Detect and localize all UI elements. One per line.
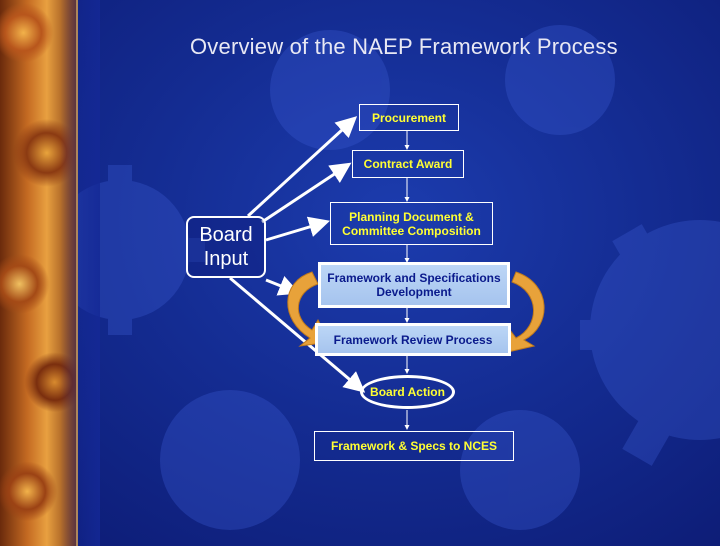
arrow-input-planning [265, 216, 331, 242]
step-framework-dev-line1: Framework and Specifications [327, 271, 501, 285]
gear-right [580, 220, 720, 466]
strip-divider [76, 0, 78, 546]
arrow-input-contract [261, 162, 352, 224]
step-planning-line2: Committee Composition [342, 223, 481, 238]
step-planning-line1: Planning Document & [349, 209, 474, 224]
board-input-line2: Input [203, 248, 249, 270]
step-to-nces-label: Framework & Specs to NCES [330, 439, 498, 453]
step-framework-review: Framework Review Process [315, 323, 511, 356]
slide-title: Overview of the NAEP Framework Process [190, 34, 618, 59]
step-board-action-label: Board Action [370, 385, 445, 399]
step-planning-document: Planning Document & Committee Compositio… [330, 202, 493, 245]
strip-fade [60, 0, 100, 546]
arrow-input-procurement [246, 116, 358, 218]
step-contract-award: Contract Award [352, 150, 464, 178]
step-board-action: Board Action [360, 375, 455, 409]
gear-top [160, 25, 615, 530]
cycle-arrow-right [507, 271, 545, 353]
step-framework-dev-line2: Development [376, 285, 452, 299]
step-framework-review-label: Framework Review Process [333, 332, 493, 347]
step-procurement: Procurement [359, 104, 459, 131]
step-procurement-label: Procurement [371, 110, 447, 125]
board-input-line1: Board [199, 224, 253, 246]
step-contract-award-label: Contract Award [363, 157, 453, 171]
step-to-nces: Framework & Specs to NCES [314, 431, 514, 461]
board-input-box: Board Input [186, 216, 266, 278]
arrow-input-action [229, 276, 366, 393]
step-framework-development: Framework and Specifications Development [318, 262, 510, 308]
